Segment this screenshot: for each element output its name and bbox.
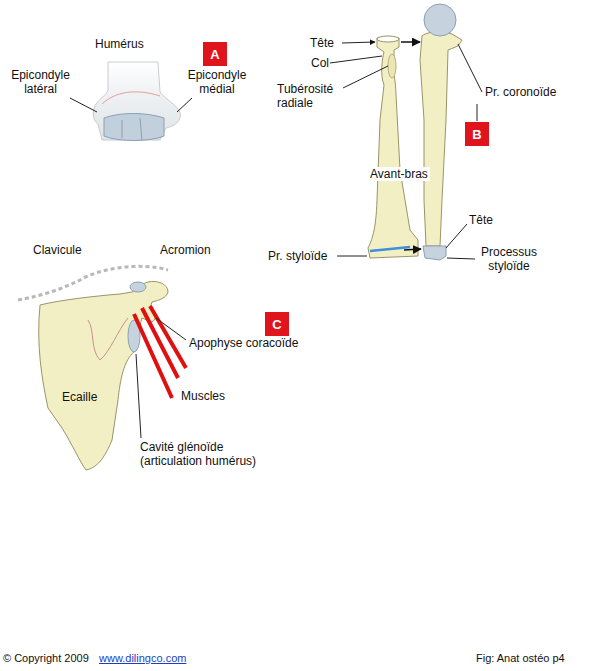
part-name: Pr. coronoïde bbox=[485, 85, 556, 99]
part-name: Tête bbox=[469, 213, 493, 227]
bone-name: Clavicule bbox=[33, 243, 82, 257]
figure-letter-text: C bbox=[272, 317, 281, 332]
figure-letter-text: A bbox=[210, 47, 219, 62]
humerus bbox=[93, 62, 180, 141]
part-name: Muscles bbox=[181, 389, 225, 403]
radius bbox=[368, 36, 418, 258]
part-name: Processus styloïde bbox=[474, 245, 544, 273]
copyright-note: © Copyright 2009 bbox=[3, 652, 89, 665]
website-link: www.dilingco.com bbox=[99, 652, 186, 665]
part-name: Ecaille bbox=[62, 390, 97, 404]
bone-name: Humérus bbox=[95, 37, 144, 51]
figure-reference: Fig: Anat ostéo p4 bbox=[476, 652, 565, 665]
scapula bbox=[18, 266, 186, 470]
figure-letter: B bbox=[465, 122, 489, 146]
part-name: Acromion bbox=[160, 243, 211, 257]
leader-lines bbox=[70, 42, 482, 438]
region-name: Avant-bras bbox=[368, 167, 430, 181]
part-name: Epicondyle médial bbox=[178, 68, 256, 96]
figure-letter: C bbox=[265, 312, 289, 336]
part-name: Tête bbox=[310, 36, 334, 50]
part-name: Epicondyle latéral bbox=[3, 68, 78, 96]
part-name: Tubérosité radiale bbox=[277, 82, 347, 110]
part-name: Col bbox=[311, 56, 329, 70]
figure-letter-text: B bbox=[472, 127, 481, 142]
ulna bbox=[401, 4, 462, 260]
part-name: Pr. styloïde bbox=[268, 249, 327, 263]
figure-letter: A bbox=[203, 42, 227, 66]
part-name: Apophyse coracoïde bbox=[189, 336, 298, 350]
part-name: Cavité glénoïde (articulation humérus) bbox=[140, 440, 280, 468]
